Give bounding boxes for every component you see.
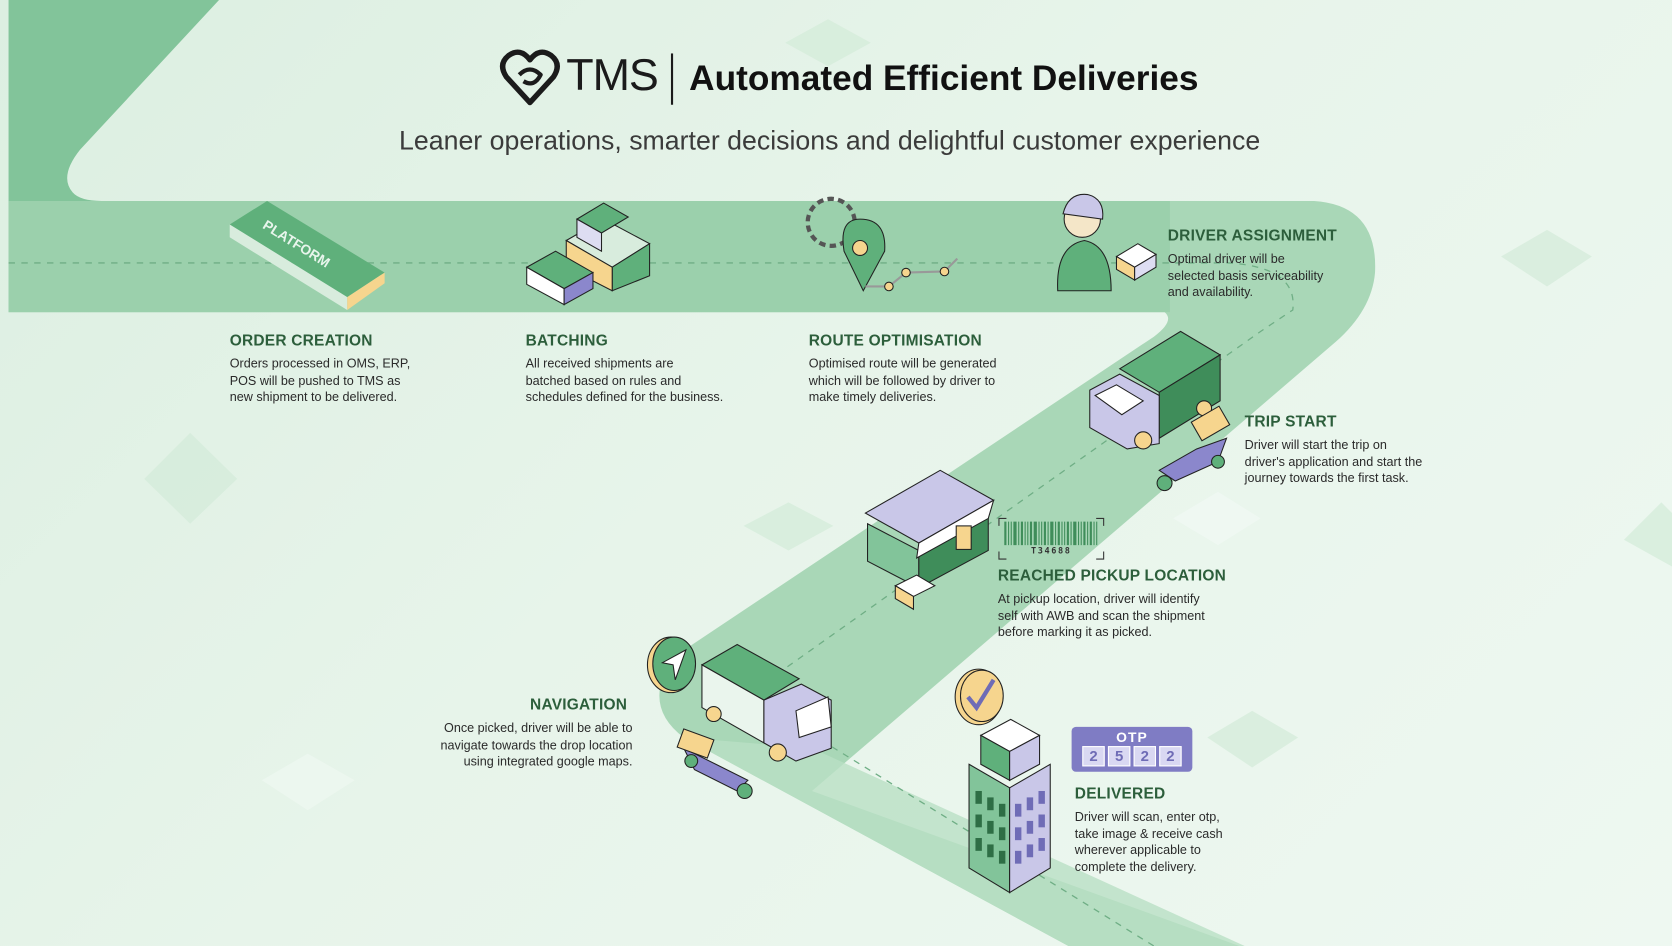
step-order-creation: ORDER CREATION Orders processed in OMS, … <box>230 332 410 405</box>
step-delivered: DELIVERED Driver will scan, enter otp,ta… <box>1075 786 1223 876</box>
barcode-bar <box>1087 521 1089 546</box>
step-line: batched based on rules and <box>525 372 682 388</box>
page-title: Automated Efficient Deliveries <box>689 57 1199 98</box>
step-line: POS will be pushed to TMS as <box>229 372 401 388</box>
step-line: Driver will start the trip on <box>1244 437 1387 453</box>
step-line: navigate towards the drop location <box>440 737 633 752</box>
step-title: ORDER CREATION <box>229 332 373 350</box>
barcode-bar <box>1029 521 1033 546</box>
otp-label: OTP <box>1116 728 1148 746</box>
otp-digit: 2 <box>1082 746 1105 767</box>
barcode-bar <box>1020 521 1023 546</box>
tms-logo-icon <box>500 49 560 106</box>
barcode-bar <box>1066 521 1069 546</box>
barcode-bar <box>1033 521 1037 546</box>
step-line: before marking it as picked. <box>997 624 1153 640</box>
brand-name: TMS <box>566 49 659 100</box>
barcode-bar <box>1013 521 1017 546</box>
step-title: TRIP START <box>1244 413 1337 431</box>
step-line: Orders processed in OMS, ERP, <box>229 355 411 371</box>
step-line: Optimal driver will be <box>1167 251 1285 267</box>
barcode-bar <box>1008 521 1010 546</box>
barcode-bar <box>1010 521 1012 546</box>
step-line: Optimised route will be generated <box>808 355 997 371</box>
step-line: complete the delivery. <box>1074 858 1197 874</box>
step-driver-assignment: DRIVER ASSIGNMENT Optimal driver will be… <box>1168 228 1337 301</box>
step-reached-pickup: REACHED PICKUP LOCATION At pickup locati… <box>998 568 1226 641</box>
delivery-truck-illustration <box>700 643 832 762</box>
otp-badge: OTP 2 5 2 2 <box>1071 726 1193 772</box>
barcode-bar <box>1057 521 1060 546</box>
barcode-bar <box>1073 521 1077 546</box>
barcode-bar <box>1096 521 1098 546</box>
step-line: self with AWB and scan the shipment <box>997 607 1205 623</box>
barcode-bar <box>1064 521 1066 546</box>
step-line: which will be followed by driver to <box>808 372 996 388</box>
scooter-illustration <box>1156 405 1231 492</box>
step-line: using integrated google maps. <box>463 753 633 769</box>
step-navigation: NAVIGATION Once picked, driver will be a… <box>376 697 632 770</box>
barcode-bar <box>1078 521 1080 546</box>
step-title: DRIVER ASSIGNMENT <box>1167 227 1337 245</box>
step-title: REACHED PICKUP LOCATION <box>997 567 1227 585</box>
step-line: At pickup location, driver will identify <box>997 591 1200 607</box>
barcode-bar <box>1083 521 1086 546</box>
step-line: driver's application and start the <box>1244 453 1423 469</box>
step-line: All received shipments are <box>525 355 674 371</box>
truck-illustration <box>1089 330 1222 450</box>
step-line: Once picked, driver will be able to <box>444 720 633 736</box>
step-line: take image & receive cash <box>1074 825 1223 841</box>
step-trip-start: TRIP START Driver will start the trip on… <box>1245 414 1423 487</box>
step-title: ROUTE OPTIMISATION <box>808 332 982 350</box>
header-divider <box>670 53 674 105</box>
step-title: BATCHING <box>525 332 608 350</box>
step-line: new shipment to be delivered. <box>229 389 398 405</box>
batching-illustration <box>525 202 651 306</box>
step-line: and availability. <box>1167 284 1254 300</box>
check-icon <box>954 668 1004 726</box>
driver-illustration <box>1057 193 1158 292</box>
barcode-bar <box>1018 521 1020 546</box>
step-line: journey towards the first task. <box>1244 470 1409 486</box>
page-subtitle: Leaner operations, smarter decisions and… <box>399 126 1261 157</box>
barcode-bar <box>1050 521 1054 546</box>
step-route-optimisation: ROUTE OPTIMISATION Optimised route will … <box>809 332 997 405</box>
barcode-bar <box>1070 521 1072 546</box>
step-line: make timely deliveries. <box>808 389 937 405</box>
barcode-bar <box>1043 521 1046 546</box>
scooter-illustration-2 <box>676 728 753 800</box>
step-line: selected basis serviceability <box>1167 267 1324 283</box>
step-line: Driver will scan, enter otp, <box>1074 809 1220 825</box>
barcode-illustration <box>998 517 1105 560</box>
store-illustration <box>864 469 995 611</box>
barcode-bar <box>1047 521 1049 546</box>
step-title: DELIVERED <box>1074 785 1166 803</box>
barcode-bar <box>1038 521 1040 546</box>
step-line: schedules defined for the business. <box>525 389 724 405</box>
barcode-bar <box>1027 521 1029 546</box>
step-title: NAVIGATION <box>530 696 628 715</box>
background-diamonds <box>144 19 1672 811</box>
barcode-bar <box>1024 521 1026 546</box>
building-illustration <box>968 718 1051 894</box>
barcode-bar <box>1041 521 1043 546</box>
barcode-bar <box>1061 521 1063 546</box>
step-line: wherever applicable to <box>1074 842 1201 858</box>
barcode-bar <box>1093 521 1095 546</box>
navigation-arrow-icon <box>646 636 697 694</box>
barcode-bar <box>1055 521 1057 546</box>
awb-number: T34688 <box>1031 546 1072 556</box>
barcode-bar <box>1004 521 1007 546</box>
barcode-bar <box>1089 521 1092 546</box>
otp-digit: 5 <box>1107 746 1131 767</box>
barcode-bar <box>1080 521 1082 546</box>
otp-digit: 2 <box>1133 746 1157 767</box>
otp-digit: 2 <box>1159 746 1182 767</box>
route-pin-illustration <box>805 196 959 292</box>
